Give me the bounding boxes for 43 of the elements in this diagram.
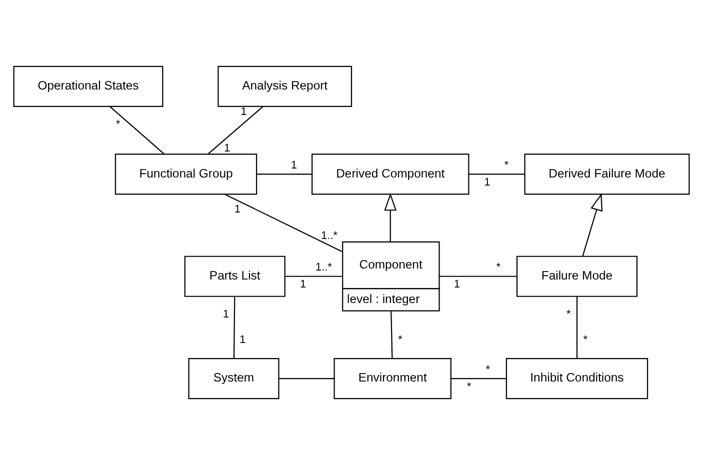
connector [468,173,524,174]
label: * [566,308,570,320]
connector [109,106,164,154]
connector [224,193,342,252]
label: 1..* [320,229,338,242]
connector [256,173,312,174]
label: 1 [300,278,306,290]
node-box: Derived Failure Mode [524,153,690,194]
label: * [398,333,402,346]
label: 1 [453,278,460,290]
node-box: Environment [333,358,451,399]
node-box: Inhibit Conditions [505,358,648,399]
label: * [115,118,120,130]
label: 1 [240,105,246,118]
node-box: Derived Component [311,153,469,194]
label: * [485,363,490,376]
connector [207,106,263,154]
arrow [384,192,396,242]
label: 1 [239,333,246,346]
label: 1 [224,142,230,154]
node-box: Failure Mode [516,255,638,296]
label: 1 [222,308,229,320]
connector [390,310,392,358]
label: 1 [290,159,296,172]
connector [576,296,578,358]
connector [438,275,516,276]
connector [450,378,506,379]
label: 1 [234,203,240,216]
node-box: Analysis Report [217,65,352,106]
label: 1 [484,176,490,188]
node-box: Parts List [184,255,285,296]
node-box: Operational States [12,65,163,106]
node-box: System [188,358,279,399]
node-box: Functional Group [114,153,257,194]
label: * [496,261,500,274]
label: * [582,333,588,346]
connector [284,275,342,276]
connector [232,296,235,358]
label: 1..* [314,261,332,274]
label: * [504,159,508,172]
label: * [466,380,471,392]
connector [278,378,334,379]
arrow [582,192,602,256]
